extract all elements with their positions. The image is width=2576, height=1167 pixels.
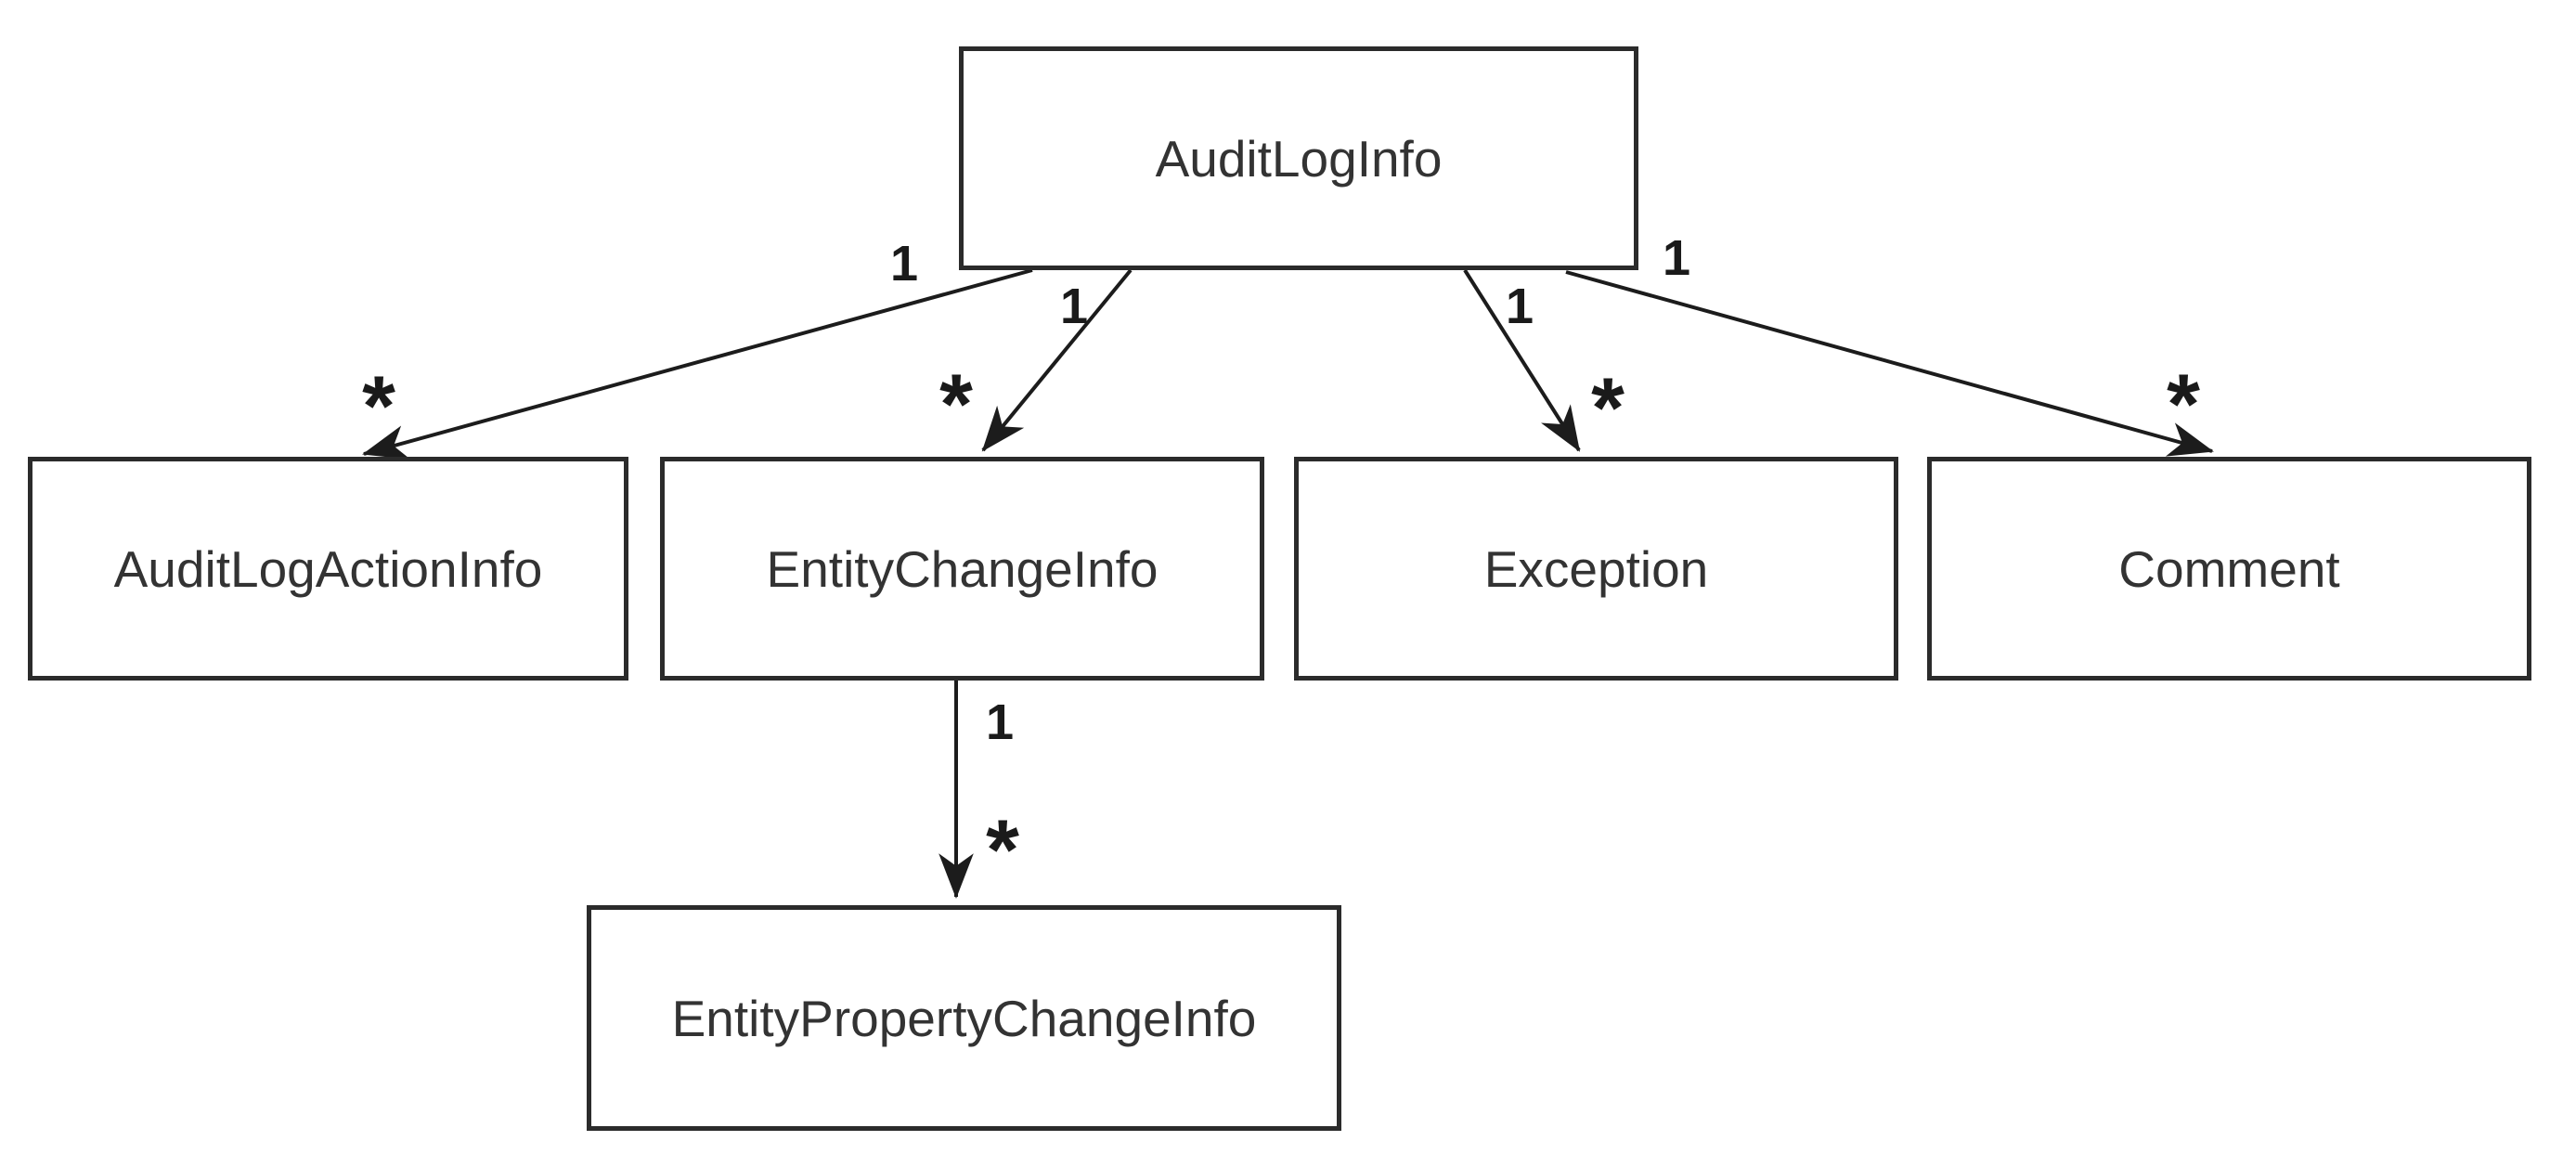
node-comment[interactable]: Comment: [1927, 457, 2531, 681]
node-entitychangeinfo[interactable]: EntityChangeInfo: [660, 457, 1264, 681]
edge-auditloginfo-to-auditlogactioninfo: [362, 268, 1033, 460]
node-entitypropertychangeinfo-label: EntityPropertyChangeInfo: [671, 989, 1257, 1047]
node-exception-label: Exception: [1483, 539, 1709, 598]
edge-auditloginfo-to-comment: [1565, 270, 2214, 457]
node-auditlogactioninfo[interactable]: AuditLogActionInfo: [28, 457, 628, 681]
multiplicity-source-auditlogactioninfo: 1: [889, 236, 919, 292]
multiplicity-source-exception: 1: [1505, 279, 1534, 334]
edge-auditloginfo-to-entitychangeinfo: [981, 268, 1133, 452]
edge-auditloginfo-to-exception: [1463, 268, 1581, 452]
multiplicity-source-entitypropertychangeinfo: 1: [985, 694, 1015, 750]
node-comment-label: Comment: [2118, 539, 2340, 598]
multiplicity-target-auditlogactioninfo: *: [362, 359, 395, 454]
multiplicity-source-entitychangeinfo: 1: [1059, 279, 1089, 334]
node-auditloginfo[interactable]: AuditLogInfo: [959, 46, 1638, 270]
node-entitypropertychangeinfo[interactable]: EntityPropertyChangeInfo: [587, 905, 1341, 1131]
node-entitychangeinfo-label: EntityChangeInfo: [766, 539, 1159, 598]
node-auditloginfo-label: AuditLogInfo: [1155, 129, 1443, 188]
node-auditlogactioninfo-label: AuditLogActionInfo: [113, 539, 543, 598]
multiplicity-target-comment: *: [2167, 357, 2200, 452]
multiplicity-target-exception: *: [1591, 361, 1625, 456]
multiplicity-source-comment: 1: [1662, 230, 1691, 286]
node-exception[interactable]: Exception: [1294, 457, 1898, 681]
multiplicity-target-entitypropertychangeinfo: *: [986, 803, 1019, 898]
multiplicity-target-entitychangeinfo: *: [939, 357, 973, 452]
